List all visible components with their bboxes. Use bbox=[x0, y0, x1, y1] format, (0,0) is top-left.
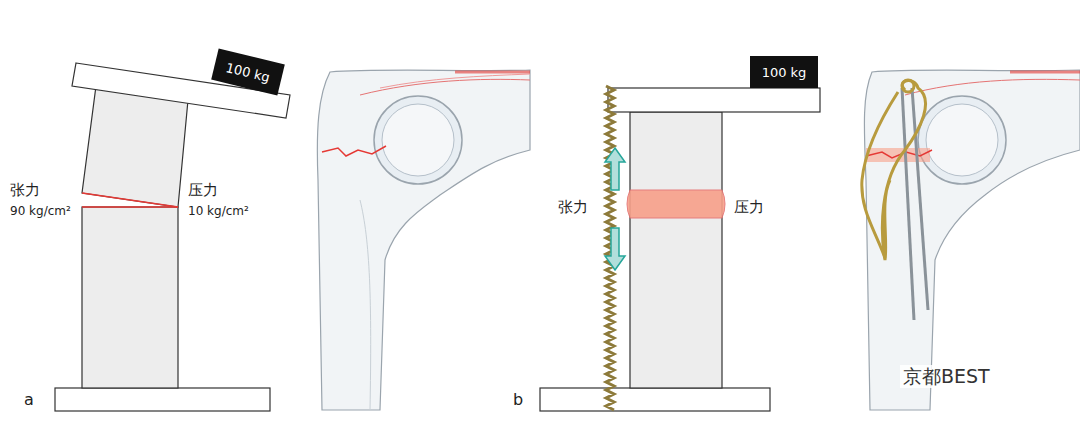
stress-value: 90 kg/cm² bbox=[10, 204, 71, 218]
tension-label: 张力 bbox=[558, 198, 588, 216]
stress-value: 10 kg/cm² bbox=[188, 204, 249, 218]
base-plate bbox=[540, 388, 770, 411]
watermark: 京都BEST bbox=[900, 365, 993, 388]
compression-label: 压力 bbox=[188, 181, 218, 199]
tension-label: 张力 bbox=[10, 181, 40, 199]
weight-label: 100 kg bbox=[224, 59, 271, 84]
compression-label: 压力 bbox=[734, 198, 764, 216]
panel-letter: a bbox=[24, 390, 34, 409]
panel-letter: b bbox=[513, 390, 523, 409]
tension-arrow bbox=[605, 148, 625, 270]
fracture-line bbox=[82, 206, 178, 208]
top-plate bbox=[608, 88, 820, 112]
weight-block: 100 kg bbox=[750, 56, 818, 88]
fracture-line bbox=[82, 193, 178, 207]
compression-band bbox=[627, 190, 725, 218]
column-lower bbox=[82, 207, 178, 388]
weight-label: 100 kg bbox=[762, 65, 807, 80]
bone-b bbox=[862, 70, 1080, 410]
bone-a bbox=[317, 70, 530, 410]
column-upper bbox=[82, 86, 188, 207]
column bbox=[630, 112, 722, 388]
base-plate bbox=[55, 388, 270, 411]
